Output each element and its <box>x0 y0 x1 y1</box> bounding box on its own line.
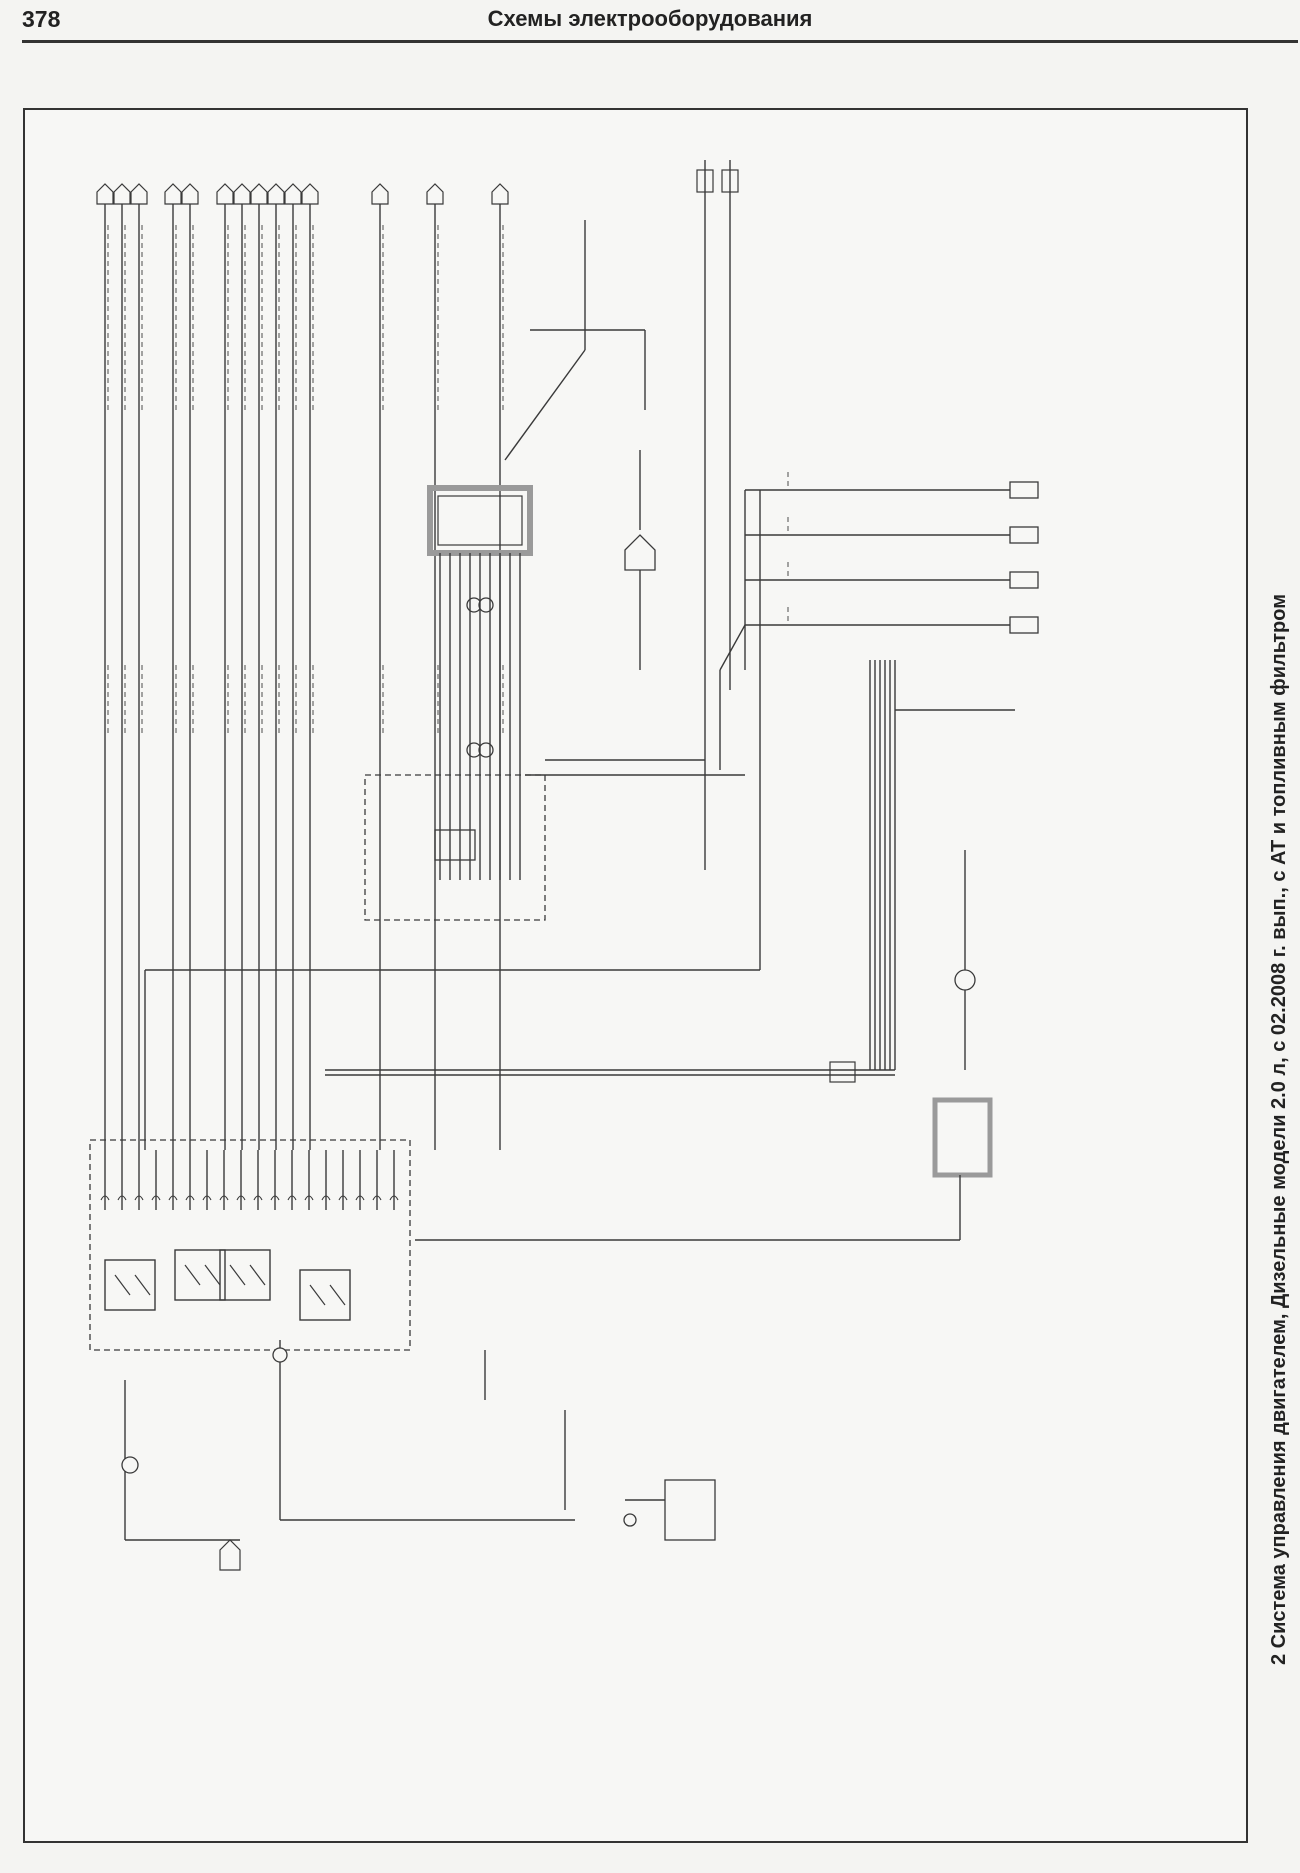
dashed-module-box <box>364 774 546 921</box>
ground-icon <box>623 1513 637 1527</box>
ground-connector-icon <box>219 1539 241 1571</box>
fuse-icon <box>202 1195 212 1201</box>
relay-icon <box>104 1259 156 1311</box>
top-connector-pin-icon <box>267 183 285 205</box>
fuse-icon <box>372 1195 382 1201</box>
fuse-icon <box>134 1195 144 1201</box>
fuse-icon <box>253 1195 263 1201</box>
top-connector-pin-icon <box>233 183 251 205</box>
fuse-icon <box>236 1195 246 1201</box>
ecu-module-box <box>427 485 533 556</box>
relay-switch <box>229 1264 246 1286</box>
fuse-icon <box>338 1195 348 1201</box>
ecu-module-inner <box>437 495 523 546</box>
signal-wire <box>504 349 586 461</box>
relay-icon <box>219 1249 271 1301</box>
sensor-component-box <box>434 829 476 861</box>
relay-switch <box>134 1274 151 1296</box>
top-connector-pin-icon <box>371 183 389 205</box>
fuse-icon <box>355 1195 365 1201</box>
relay-icon <box>174 1249 226 1301</box>
top-connector-pin-icon <box>113 183 131 205</box>
relay-switch <box>204 1264 221 1286</box>
connector-pin-box <box>696 169 714 193</box>
fuse-icon <box>185 1195 195 1201</box>
relay-switch <box>114 1274 131 1296</box>
top-connector-pin-icon <box>301 183 319 205</box>
harness-branch-wire <box>719 624 746 671</box>
fuse-icon <box>117 1195 127 1201</box>
fuse-icon <box>270 1195 280 1201</box>
top-connector-pin-icon <box>491 183 509 205</box>
header-rule <box>22 40 1298 43</box>
top-connector-pin-icon <box>216 183 234 205</box>
fuse-icon <box>304 1195 314 1201</box>
relay-switch <box>184 1264 201 1286</box>
top-connector-pin-icon <box>164 183 182 205</box>
diagram-caption: 2 Система управления двигателем, Дизельн… <box>1268 593 1290 1665</box>
twisted-pair-icon <box>478 742 494 758</box>
twisted-pair-icon <box>478 597 494 613</box>
sensor-circle-icon <box>121 1456 139 1474</box>
wiring-diagram-frame <box>23 108 1248 1843</box>
wiring-diagram <box>89 160 1039 1571</box>
running-header: Схемы электрооборудования <box>487 6 813 31</box>
top-connector-pin-icon <box>96 183 114 205</box>
sensor-circle-icon <box>954 969 976 991</box>
fuse-icon <box>100 1195 110 1201</box>
fuse-icon <box>321 1195 331 1201</box>
injector-connector-box <box>1009 481 1039 499</box>
connector-circle-icon <box>272 1347 288 1363</box>
top-connector-pin-icon <box>284 183 302 205</box>
fuse-icon <box>151 1195 161 1201</box>
sensor-unit-box <box>664 1479 716 1541</box>
injector-connector-box <box>1009 571 1039 589</box>
injector-connector-box <box>1009 616 1039 634</box>
fuse-icon <box>168 1195 178 1201</box>
injector-connector-box <box>1009 526 1039 544</box>
top-connector-pin-icon <box>250 183 268 205</box>
relay-icon <box>299 1269 351 1321</box>
relay-switch <box>249 1264 266 1286</box>
page-number: 378 <box>22 6 61 32</box>
connector-pin-box <box>721 169 739 193</box>
lower-module-box <box>932 1097 993 1178</box>
inline-connector-box <box>829 1061 856 1083</box>
relay-box-dashed <box>89 1139 411 1351</box>
top-connector-pin-icon <box>426 183 444 205</box>
relay-switch <box>309 1284 326 1306</box>
fuse-icon <box>389 1195 399 1201</box>
top-connector-pin-icon <box>181 183 199 205</box>
relay-switch <box>329 1284 346 1306</box>
fuse-icon <box>287 1195 297 1201</box>
top-connector-pin-icon <box>130 183 148 205</box>
fuse-icon <box>219 1195 229 1201</box>
sensor-symbol-icon <box>624 534 656 571</box>
